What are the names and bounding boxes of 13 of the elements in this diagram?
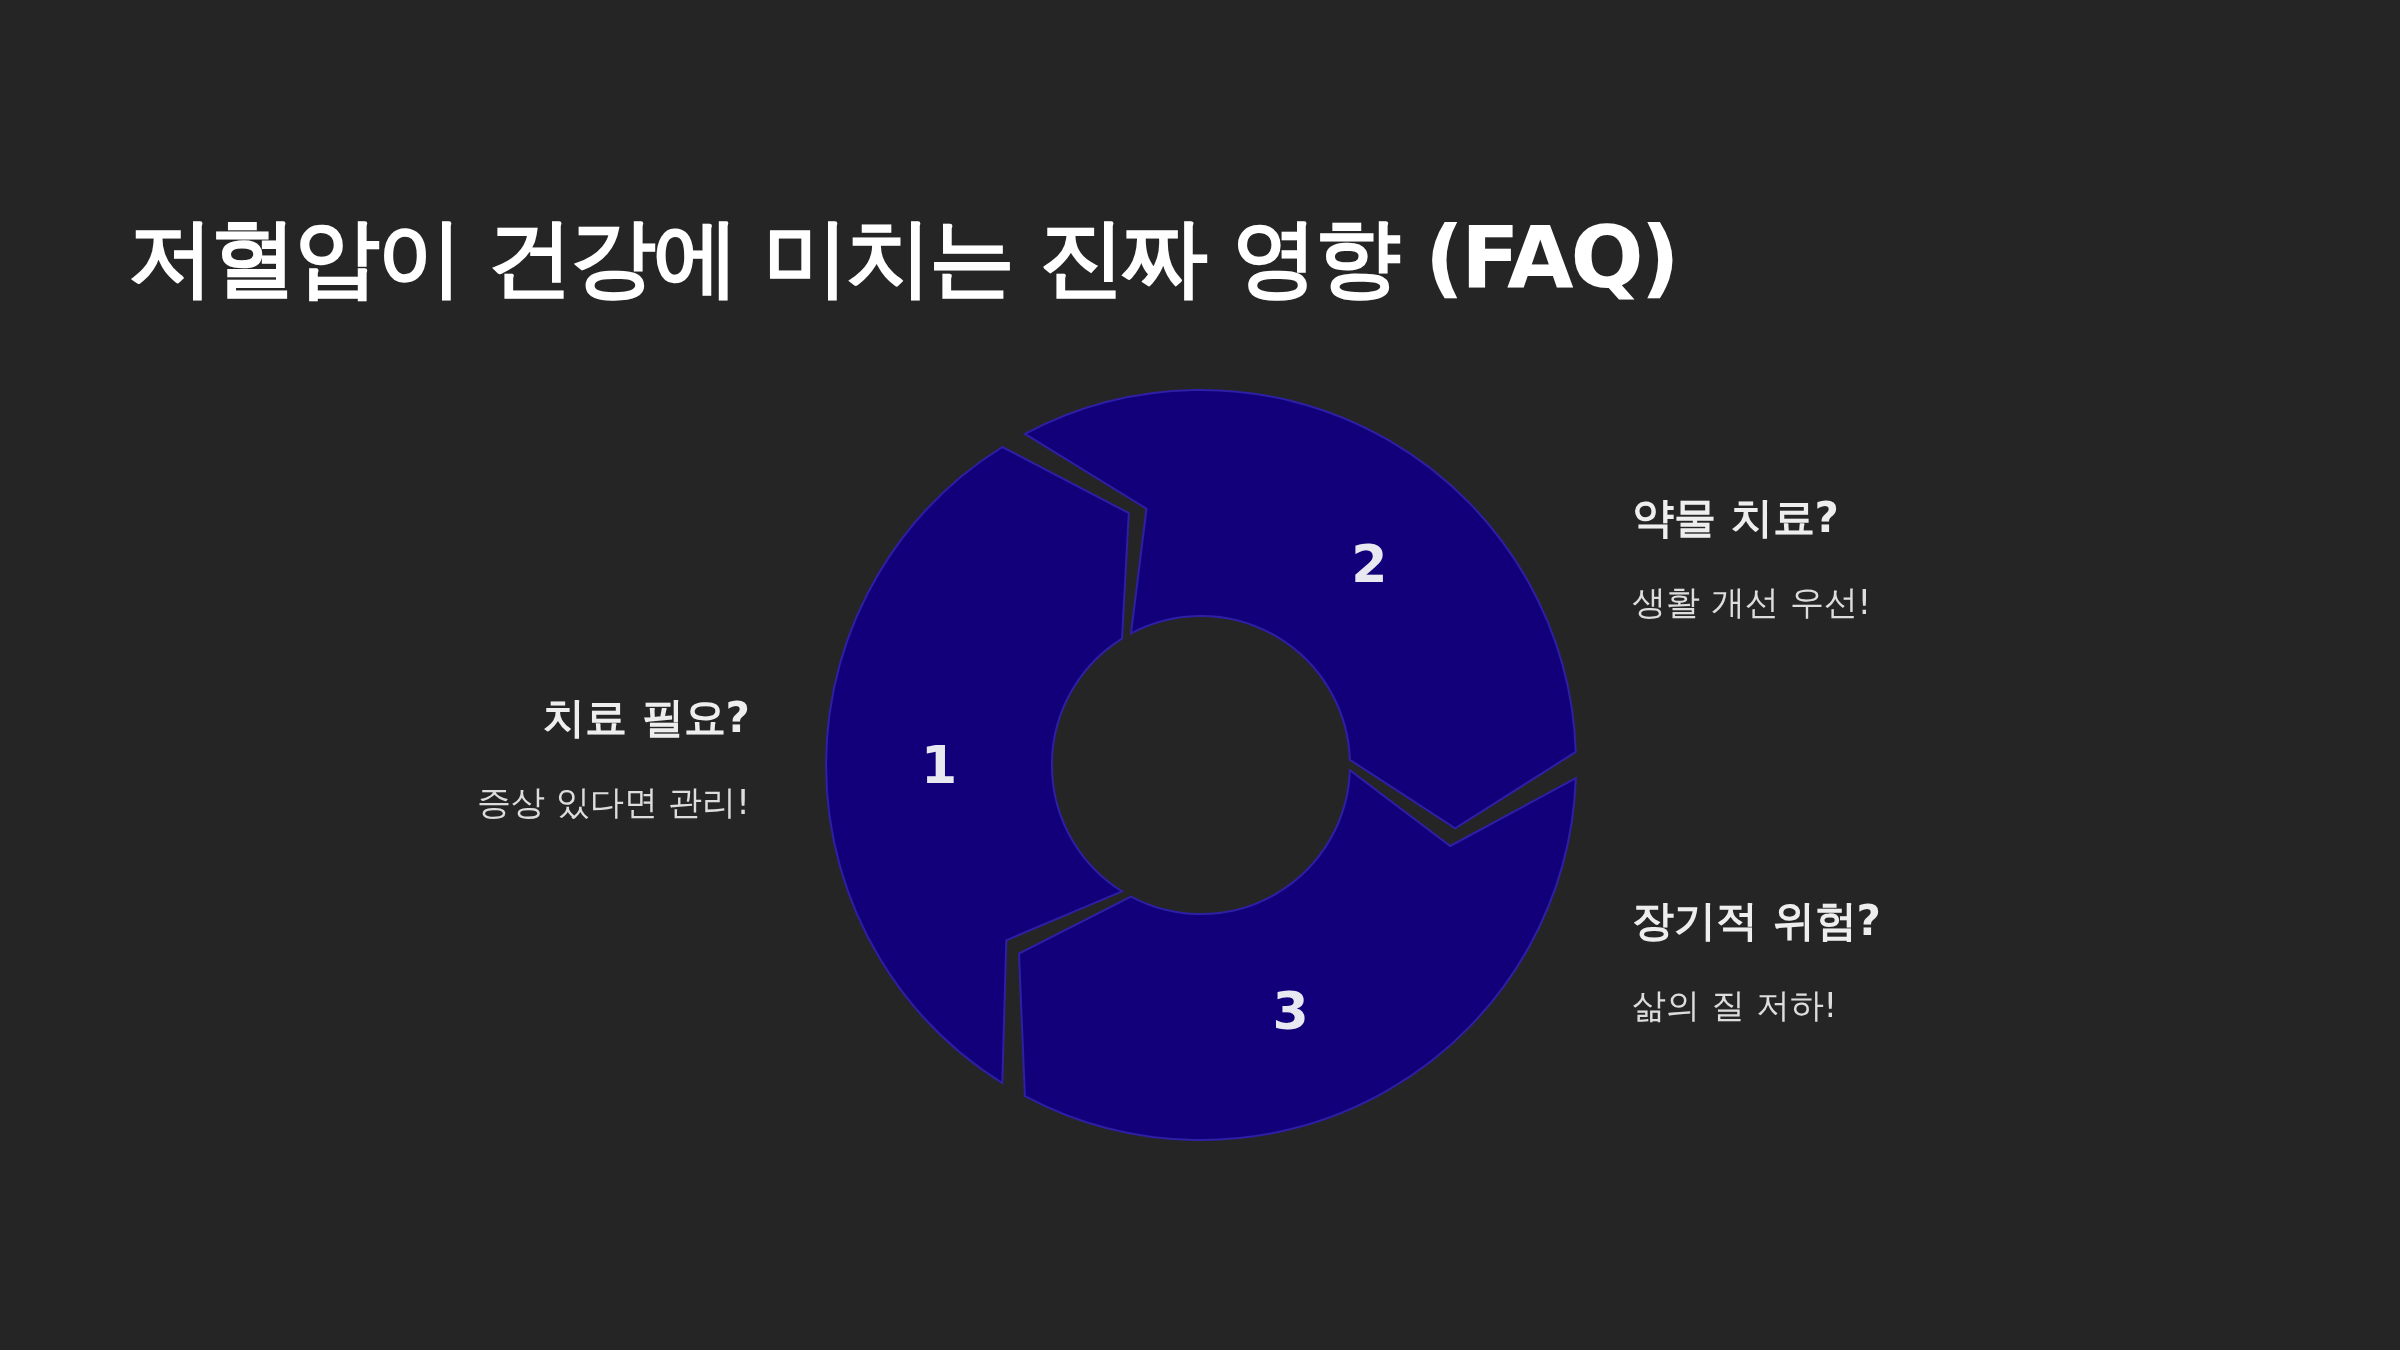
arrow-segment — [1018, 769, 1577, 1141]
arrow-segment — [1023, 389, 1577, 830]
step-number: 2 — [1351, 534, 1388, 595]
question-heading: 치료 필요? — [543, 692, 750, 744]
question-heading: 장기적 위험? — [1632, 895, 1881, 947]
title: 저혈압이 건강에 미치는 진짜 영향 (FAQ) — [128, 206, 1677, 309]
step-number: 1 — [920, 735, 958, 795]
question-heading: 약물 치료? — [1632, 492, 1839, 544]
answer-text: 생활 개선 우선! — [1632, 581, 1872, 624]
answer-text: 삶의 질 저하! — [1632, 984, 1838, 1027]
arrow-segment — [825, 446, 1130, 1084]
step-number: 3 — [1272, 981, 1309, 1042]
answer-text: 증상 있다면 관리! — [476, 781, 750, 824]
